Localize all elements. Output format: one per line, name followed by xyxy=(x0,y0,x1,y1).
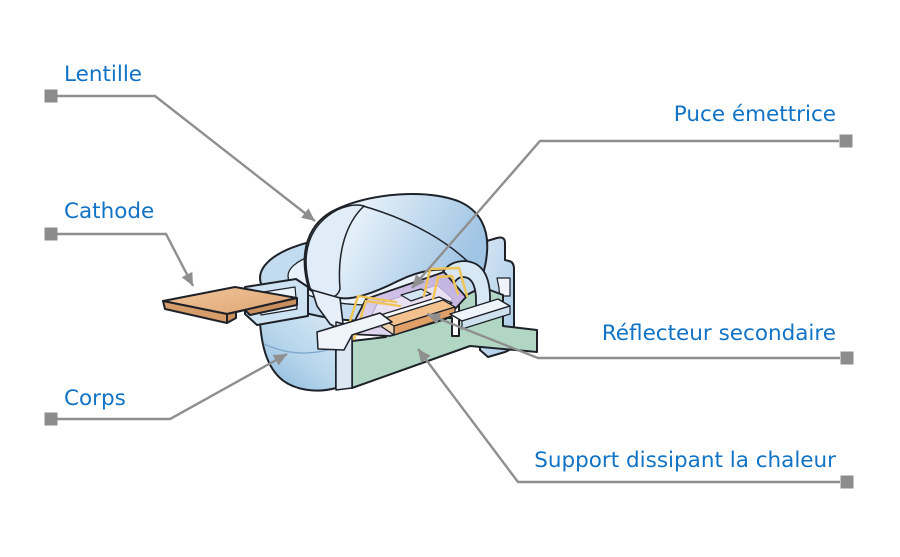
leader-line-lentille xyxy=(57,94,316,222)
leader-lines xyxy=(57,94,840,484)
leader-square-corps xyxy=(44,412,58,426)
leader-square-puce xyxy=(839,134,853,148)
label-corps: Corps xyxy=(64,386,126,411)
right-ledge-lip xyxy=(461,305,511,330)
leader-line-reflecteur xyxy=(426,312,840,360)
leader-line-cathode xyxy=(57,232,195,287)
cathode-lead-front-right xyxy=(226,297,298,324)
leader-square-support xyxy=(840,475,854,489)
emitting-chip-shape xyxy=(400,288,432,302)
leader-square-cathode xyxy=(44,227,58,241)
label-cathode: Cathode xyxy=(64,199,155,224)
leader-squares xyxy=(44,89,854,489)
leader-line-puce xyxy=(411,139,839,289)
bond-wire xyxy=(422,266,469,298)
label-lentille: Lentille xyxy=(64,62,143,87)
label-support-dissipant: Support dissipant la chaleur xyxy=(534,448,836,473)
leader-square-lentille xyxy=(44,89,58,103)
label-reflecteur-secondaire: Réflecteur secondaire xyxy=(601,321,836,346)
left-ledge xyxy=(316,312,393,351)
bond-wire xyxy=(431,274,460,301)
leader-line-corps xyxy=(57,352,288,421)
leader-line-support xyxy=(417,348,840,484)
leader-square-reflecteur xyxy=(840,351,854,365)
label-puce-emettrice: Puce émettrice xyxy=(673,102,836,127)
led-device xyxy=(162,193,538,392)
